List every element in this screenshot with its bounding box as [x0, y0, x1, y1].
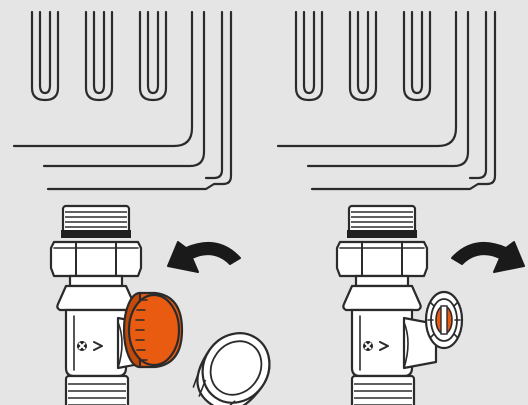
- left-panel: [12, 10, 271, 405]
- exposed-valve-spindle: [424, 290, 464, 350]
- coupling-nut-right: [335, 204, 429, 278]
- orange-protective-cap: [122, 291, 184, 369]
- removed-cap: [192, 332, 271, 405]
- coupling-nut-left: [49, 204, 143, 278]
- right-panel: [276, 10, 525, 405]
